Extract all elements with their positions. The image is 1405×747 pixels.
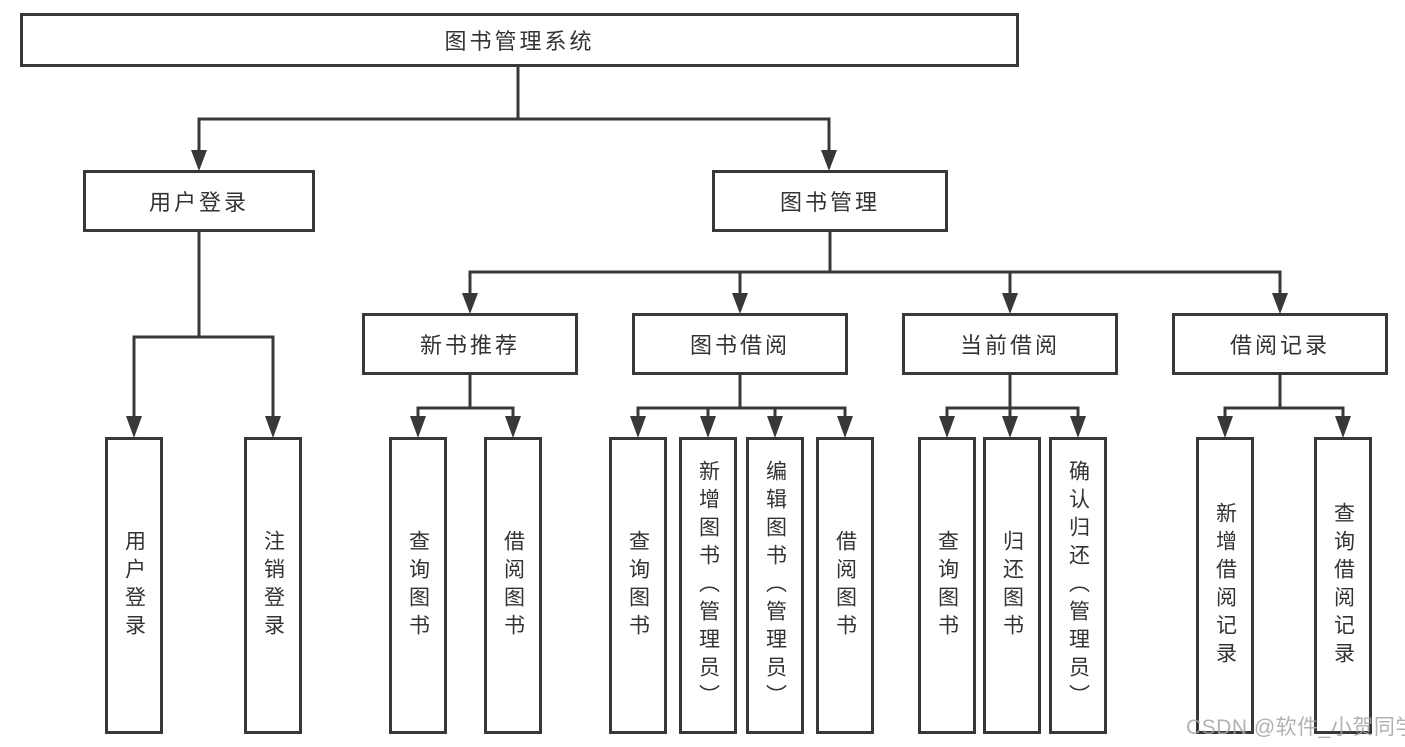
leaf-borrow-books: 借阅图书 bbox=[816, 437, 874, 734]
edge-user-login-branch bbox=[132, 335, 275, 417]
leaf-edit-books-admin: 编辑图书（管理员） bbox=[746, 437, 804, 734]
arrowhead bbox=[1272, 293, 1288, 314]
arrowhead bbox=[1070, 416, 1086, 438]
node-book-borrow: 图书借阅 bbox=[632, 313, 848, 375]
arrowhead bbox=[1217, 416, 1233, 438]
arrowhead bbox=[126, 416, 142, 438]
arrowhead bbox=[630, 416, 646, 438]
arrowhead bbox=[939, 416, 955, 438]
leaf-confirm-return-admin: 确认归还（管理员） bbox=[1049, 437, 1107, 734]
arrowhead bbox=[732, 293, 748, 314]
arrowhead bbox=[1002, 416, 1018, 438]
arrowhead bbox=[462, 293, 478, 314]
leaf-return-books: 归还图书 bbox=[983, 437, 1041, 734]
leaf-add-books-admin: 新增图书（管理员） bbox=[679, 437, 737, 734]
edge-root-branch bbox=[197, 117, 831, 152]
leaf-add-borrow-record: 新增借阅记录 bbox=[1196, 437, 1254, 734]
leaf-borrow-books-recommend: 借阅图书 bbox=[484, 437, 542, 734]
node-root-system: 图书管理系统 bbox=[20, 13, 1019, 67]
arrowhead bbox=[265, 416, 281, 438]
node-user-login: 用户登录 bbox=[83, 170, 315, 232]
arrowhead bbox=[767, 416, 783, 438]
edge-borrow-records-branch bbox=[1223, 406, 1345, 417]
leaf-query-borrow-record: 查询借阅记录 bbox=[1314, 437, 1372, 734]
csdn-watermark: CSDN @软件_小贺同学 bbox=[1186, 716, 1405, 739]
edge-current-borrow-branch bbox=[945, 406, 1080, 417]
arrowhead bbox=[191, 150, 207, 171]
arrowhead bbox=[505, 416, 521, 438]
leaf-query-books-recommend: 查询图书 bbox=[389, 437, 447, 734]
leaf-logout: 注销登录 bbox=[244, 437, 302, 734]
leaf-query-books-current: 查询图书 bbox=[918, 437, 976, 734]
arrowhead bbox=[410, 416, 426, 438]
arrowhead bbox=[821, 150, 837, 171]
leaf-query-books-borrow: 查询图书 bbox=[609, 437, 667, 734]
arrowhead bbox=[1335, 416, 1351, 438]
edge-book-borrow-branch bbox=[636, 406, 847, 417]
arrowhead bbox=[700, 416, 716, 438]
arrowhead bbox=[837, 416, 853, 438]
edge-new-book-branch bbox=[416, 406, 515, 417]
node-current-borrow: 当前借阅 bbox=[902, 313, 1118, 375]
node-new-book-recommend: 新书推荐 bbox=[362, 313, 578, 375]
node-borrow-records: 借阅记录 bbox=[1172, 313, 1388, 375]
edge-book-mgmt-branch bbox=[468, 270, 1282, 295]
node-book-management: 图书管理 bbox=[712, 170, 948, 232]
leaf-user-login: 用户登录 bbox=[105, 437, 163, 734]
arrowhead bbox=[1002, 293, 1018, 314]
